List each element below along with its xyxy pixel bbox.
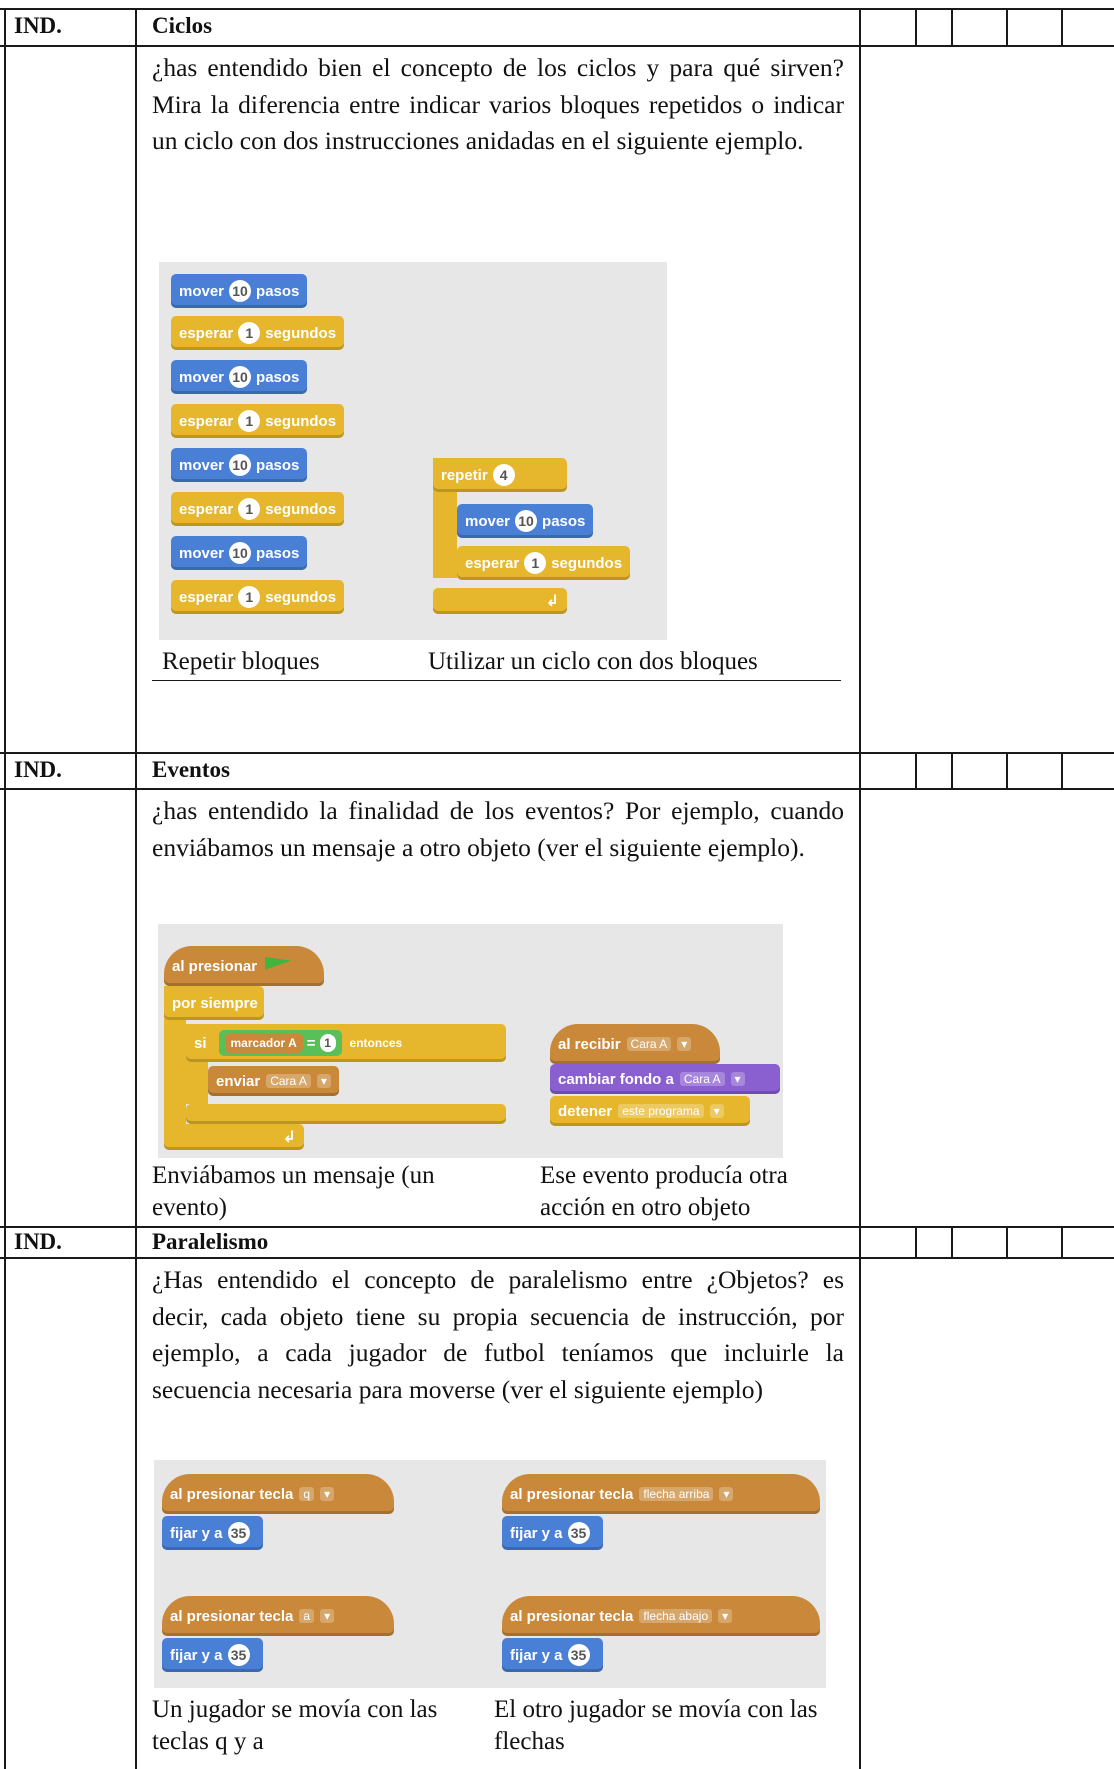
table-line xyxy=(0,1257,1114,1259)
table-line xyxy=(0,788,1114,790)
scratch-loop-end: ↲ xyxy=(433,588,567,614)
section-title: Ciclos xyxy=(152,13,213,38)
scratch-forever-body xyxy=(164,986,186,1136)
green-flag-icon xyxy=(265,957,292,970)
dropdown-arrow-icon: ▾ xyxy=(730,1072,745,1086)
scratch-screenshot-events: al presionar por siempre si marcador A =… xyxy=(158,924,783,1158)
dropdown-arrow-icon: ▾ xyxy=(320,1487,335,1501)
indicator-label: IND. xyxy=(14,757,62,782)
scratch-forever-end: ↲ xyxy=(164,1124,304,1150)
rating-cell-divider xyxy=(1061,752,1063,790)
dropdown-arrow-icon: ▾ xyxy=(718,1609,733,1623)
table-line xyxy=(0,752,1114,754)
rating-cell-divider xyxy=(1006,1226,1008,1259)
dropdown-arrow-icon: ▾ xyxy=(677,1037,692,1051)
rating-cell-divider xyxy=(915,8,917,46)
section-title: Paralelismo xyxy=(152,1229,269,1254)
table-line xyxy=(4,8,6,1769)
dropdown-arrow-icon: ▾ xyxy=(320,1609,335,1623)
rating-cell-divider xyxy=(1006,752,1008,790)
scratch-block-equals: marcador A =1 xyxy=(218,1030,342,1056)
dropdown-arrow-icon: ▾ xyxy=(316,1074,331,1088)
rating-cell-divider xyxy=(915,1226,917,1259)
table-line xyxy=(0,1226,1114,1228)
rating-cell-divider xyxy=(951,752,953,790)
loop-arrow-icon: ↲ xyxy=(545,593,559,610)
table-line xyxy=(135,8,137,1769)
rating-cell-divider xyxy=(1006,8,1008,46)
section-question: ¿has entendido bien el concepto de los c… xyxy=(152,53,844,155)
loop-arrow-icon: ↲ xyxy=(282,1129,296,1146)
table-line xyxy=(0,8,1114,10)
scratch-block-if-end xyxy=(186,1104,506,1124)
caption-left: Enviábamos un mensaje (un evento) xyxy=(152,1162,435,1221)
dropdown-arrow-icon: ▾ xyxy=(719,1487,734,1501)
rating-cell-divider xyxy=(951,1226,953,1259)
section-question: ¿has entendido la finalidad de los event… xyxy=(152,796,844,862)
caption-left: Repetir bloques xyxy=(162,648,320,675)
section-question: ¿Has entendido el concepto de paralelism… xyxy=(152,1265,844,1404)
rating-cell-divider xyxy=(1061,1226,1063,1259)
caption-right: El otro jugador se movía con las flechas xyxy=(494,1696,818,1755)
table-line xyxy=(859,8,861,1769)
scratch-reporter-score: marcador A xyxy=(224,1033,303,1053)
caption-right: Utilizar un ciclo con dos bloques xyxy=(428,648,758,675)
caption-underline xyxy=(152,680,841,681)
scratch-block-forever: por siempre xyxy=(164,986,264,1020)
section-title: Eventos xyxy=(152,757,230,782)
indicator-label: IND. xyxy=(14,13,62,38)
indicator-label: IND. xyxy=(14,1229,62,1254)
rating-cell-divider xyxy=(1061,8,1063,46)
rating-cell-divider xyxy=(915,752,917,790)
scratch-block-when-flag: al presionar xyxy=(164,946,324,986)
table-line xyxy=(0,45,1114,47)
caption-right: Ese evento producía otra acción en otro … xyxy=(540,1162,788,1221)
caption-left: Un jugador se movía con las teclas q y a xyxy=(152,1696,438,1755)
dropdown-arrow-icon: ▾ xyxy=(709,1104,724,1118)
scratch-block-if: si marcador A =1 entonces xyxy=(186,1024,506,1062)
rating-cell-divider xyxy=(951,8,953,46)
